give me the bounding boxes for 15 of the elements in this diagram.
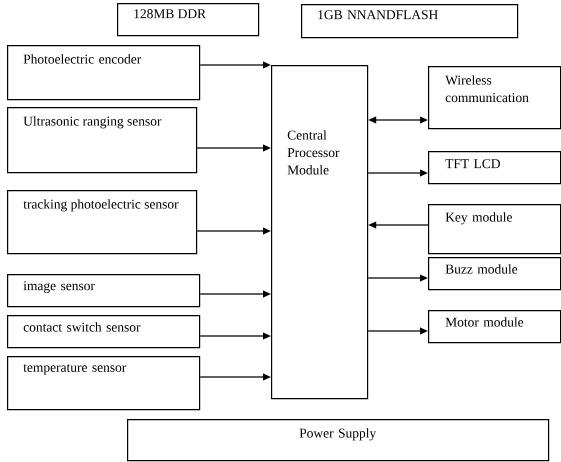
module-box: Power Supply [127,418,550,462]
module-box: contact switch sensor [7,314,200,348]
module-box: Wireless communication [428,66,561,130]
module-box: temperature sensor [7,356,200,410]
module-box: Buzz module [428,256,561,290]
module-box: 128MB DDR [117,3,260,36]
module-box: Ultrasonic ranging sensor [7,107,198,174]
module-box: TFT LCD [428,151,561,184]
module-box: Photoelectric encoder [7,45,200,100]
module-box: 1GB NNANDFLASH [301,4,518,38]
module-box: Key module [428,204,561,254]
processor-box: Central Processor Module [271,65,368,400]
module-box: tracking photoelectric sensor [7,190,198,254]
module-box: Motor module [428,310,561,344]
module-box: image sensor [7,274,200,308]
